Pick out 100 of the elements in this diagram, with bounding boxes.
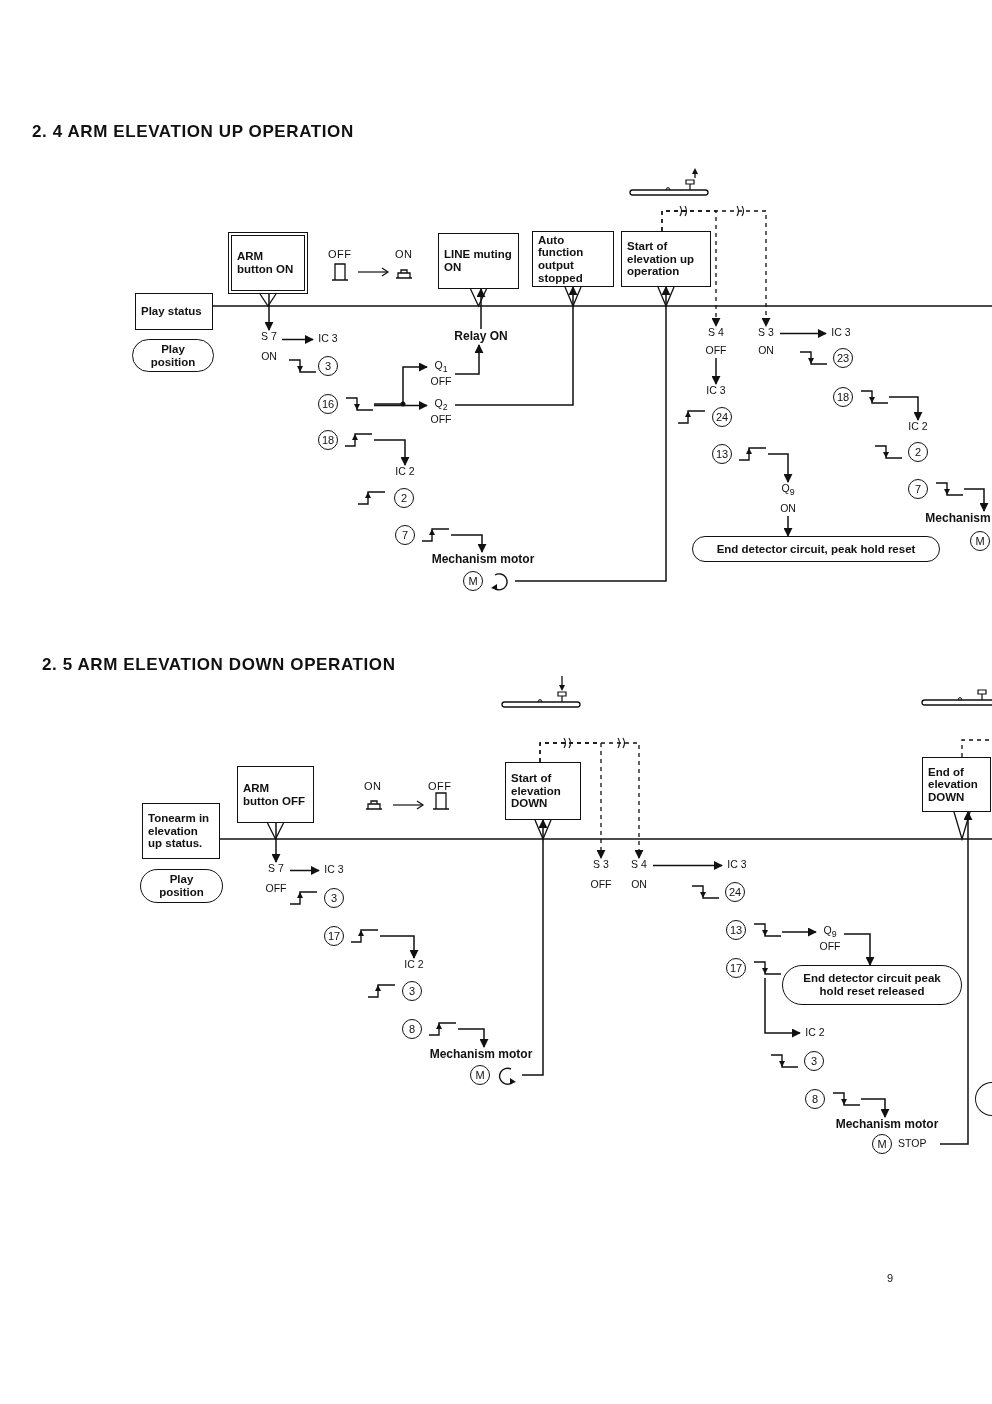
state-pill: Play position xyxy=(140,869,223,903)
signal-label: IC 2 xyxy=(395,465,415,479)
signal-label: S 4 xyxy=(631,858,647,872)
dashed-arrow xyxy=(661,210,771,327)
state-label: ON xyxy=(395,248,413,260)
signal-label: S 7 xyxy=(268,862,284,876)
signal-label: S 7 xyxy=(261,330,277,344)
pin-number: 3 xyxy=(804,1051,824,1071)
signal-label: S 4 xyxy=(708,326,724,340)
signal-label: ON xyxy=(261,350,277,364)
signal-label: Mechanism motor xyxy=(835,1117,939,1133)
arrow xyxy=(457,1028,489,1048)
state-label: OFF xyxy=(328,248,352,260)
pin-number: 18 xyxy=(318,430,338,450)
state-pill: End detector circuit peak hold reset released xyxy=(782,965,962,1005)
pin-number: 8 xyxy=(402,1019,422,1039)
callout-box: Start of elevation up operation xyxy=(621,231,711,287)
state-label: OFF xyxy=(428,780,452,792)
pin-number: 24 xyxy=(712,407,732,427)
signal-label: OFF xyxy=(265,882,287,896)
arrow xyxy=(888,396,923,421)
signal-label: OFF xyxy=(819,940,841,955)
signal-label: IC 3 xyxy=(706,384,726,398)
arrow xyxy=(939,811,973,1145)
signal-label: IC 3 xyxy=(318,332,338,346)
arrow xyxy=(781,927,817,937)
arrow xyxy=(271,822,281,863)
signal-label: Mechanism motor xyxy=(429,1047,533,1063)
signal-label: Q$_{9}$ xyxy=(823,924,837,941)
state-label: 9 xyxy=(887,1272,894,1284)
motor-symbol: M xyxy=(463,571,483,591)
arrow xyxy=(373,362,428,405)
callout-box: ARM button ON xyxy=(228,232,308,294)
arrow xyxy=(454,286,578,406)
arrow xyxy=(963,488,989,512)
motor-symbol: M xyxy=(970,531,990,551)
signal-label: IC 2 xyxy=(805,1026,825,1040)
signal-label: Mechanism xyxy=(925,511,991,527)
pin-number: 18 xyxy=(833,387,853,407)
state-pill: Play position xyxy=(132,339,214,372)
signal-label: S 3 xyxy=(593,858,609,872)
arrow xyxy=(373,439,410,466)
signal-label: ON xyxy=(758,344,774,358)
signal-label: Q$_{2}$ xyxy=(434,397,448,414)
pin-number: 3 xyxy=(324,888,344,908)
pin-number: 2 xyxy=(394,488,414,508)
status-box: Tonearm in elevation up status. xyxy=(142,803,220,859)
section-heading: 2. 5 ARM ELEVATION DOWN OPERATION xyxy=(42,655,396,675)
state-label: ON xyxy=(364,780,382,792)
arrow xyxy=(843,933,875,966)
state-pill: End detector circuit, peak hold reset xyxy=(692,536,940,562)
signal-label: IC 2 xyxy=(908,420,928,434)
callout-box: LINE muting ON xyxy=(438,233,519,289)
motor-symbol: M xyxy=(872,1134,892,1154)
pin-number: 7 xyxy=(908,479,928,499)
status-box: Play status xyxy=(135,293,213,330)
arrow xyxy=(652,861,723,870)
arrow xyxy=(860,1098,890,1118)
arrow xyxy=(264,293,274,331)
pin-number: 16 xyxy=(318,394,338,414)
arrow xyxy=(450,534,487,553)
arrow xyxy=(379,935,419,959)
signal-label: IC 3 xyxy=(324,863,344,877)
pin-number: 8 xyxy=(805,1089,825,1109)
signal-label: ON xyxy=(780,502,796,516)
arrow xyxy=(767,453,793,483)
arrow xyxy=(476,288,486,330)
signal-label: OFF xyxy=(705,344,727,358)
signal-label: OFF xyxy=(430,413,452,428)
pin-number: 24 xyxy=(725,882,745,902)
dashed-arrow xyxy=(539,742,644,859)
pin-number: 13 xyxy=(726,920,746,940)
pin-number: 17 xyxy=(324,926,344,946)
callout-box: Start of elevation DOWN xyxy=(505,762,581,820)
motor-symbol: M xyxy=(470,1065,490,1085)
signal-label: Relay ON xyxy=(454,329,508,345)
signal-label: Mechanism motor xyxy=(431,552,535,568)
pin-number: 2 xyxy=(908,442,928,462)
section-heading: 2. 4 ARM ELEVATION UP OPERATION xyxy=(32,122,354,142)
signal-label: Q$_{1}$ xyxy=(434,359,448,376)
arrow xyxy=(289,866,320,875)
arrow xyxy=(373,401,428,410)
pin-number: 13 xyxy=(712,444,732,464)
arrow xyxy=(779,329,827,338)
pin-number: 23 xyxy=(833,348,853,368)
signal-label: OFF xyxy=(590,878,612,892)
arrow xyxy=(514,286,671,582)
signal-label: IC 2 xyxy=(404,958,424,972)
arrow xyxy=(281,335,314,344)
signal-label: OFF xyxy=(430,375,452,390)
signal-label: ON xyxy=(631,878,647,892)
pin-number: 17 xyxy=(726,958,746,978)
signal-label: IC 3 xyxy=(831,326,851,340)
status-label: STOP xyxy=(898,1137,927,1151)
arrow xyxy=(454,344,484,375)
signal-label: IC 3 xyxy=(727,858,747,872)
arrow xyxy=(521,819,548,1076)
callout-box: Auto function output stopped xyxy=(532,231,614,287)
pin-number: 3 xyxy=(402,981,422,1001)
callout-box: ARM button OFF xyxy=(237,766,314,823)
